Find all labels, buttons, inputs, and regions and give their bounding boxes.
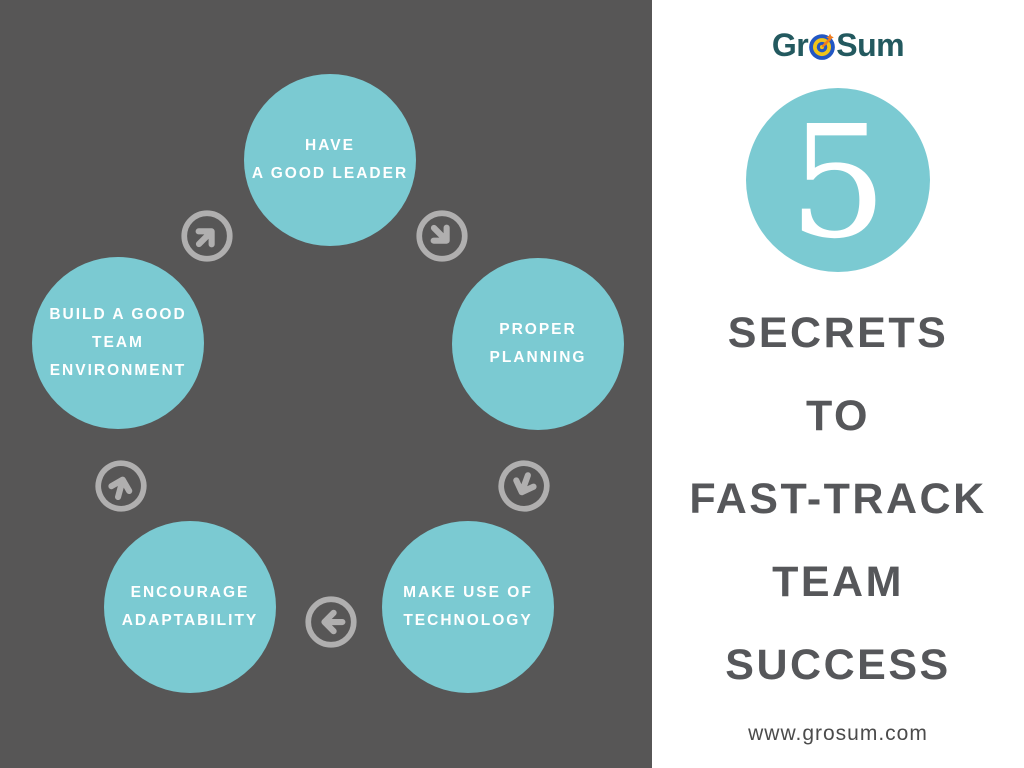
step-line: BUILD A GOOD [49, 306, 187, 323]
step-circle-team-environment: BUILD A GOOD TEAM ENVIRONMENT [32, 257, 204, 429]
bullseye-icon [809, 33, 836, 60]
step-circle-encourage-adaptability: ENCOURAGE ADAPTABILITY [104, 521, 276, 693]
step-label: PROPER PLANNING [490, 316, 587, 372]
number-five: 5 [788, 91, 888, 273]
step-line: TECHNOLOGY [403, 612, 533, 629]
grosum-logo: Gr Sum [652, 22, 1024, 68]
step-line: TEAM [92, 334, 144, 351]
step-line: A GOOD LEADER [251, 165, 409, 182]
arrow-up-icon [95, 460, 147, 512]
step-label: HAVE A GOOD LEADER [252, 132, 408, 188]
arrow-left-icon [305, 596, 357, 648]
headline-line: TO [806, 392, 870, 440]
step-line: PLANNING [489, 349, 587, 366]
arrow-down-left-icon [498, 460, 550, 512]
step-circle-proper-planning: PROPER PLANNING [452, 258, 624, 430]
step-line: ADAPTABILITY [121, 612, 259, 629]
diagram-panel: HAVE A GOOD LEADER PROPER PLANNING MAKE … [0, 0, 652, 768]
step-line: ENCOURAGE [130, 584, 250, 601]
headline-line: FAST-TRACK [689, 475, 987, 523]
arrow-up-right-icon [181, 210, 233, 262]
website-url: www.grosum.com [748, 722, 928, 745]
step-label: MAKE USE OF TECHNOLOGY [403, 579, 533, 635]
step-line: ENVIRONMENT [49, 362, 187, 379]
title-panel: Gr Sum 5 SECRETS TO FAST-TRACK TEAM SUCC… [652, 0, 1024, 768]
logo-text-gr: Gr [771, 26, 809, 63]
logo-text-sum: Sum [836, 26, 905, 63]
step-label: BUILD A GOOD TEAM ENVIRONMENT [49, 301, 186, 385]
step-circle-use-technology: MAKE USE OF TECHNOLOGY [382, 521, 554, 693]
step-line: HAVE [305, 137, 355, 154]
headline-line: SECRETS [727, 309, 949, 357]
step-label: ENCOURAGE ADAPTABILITY [122, 579, 259, 635]
arrow-down-right-icon [416, 210, 468, 262]
headline-line: SUCCESS [725, 641, 951, 689]
headline-line: TEAM [772, 558, 904, 606]
step-line: MAKE USE OF [403, 584, 533, 601]
step-line: PROPER [499, 321, 577, 338]
headline: SECRETS TO FAST-TRACK TEAM SUCCESS [652, 292, 1024, 707]
number-badge: 5 [746, 88, 930, 272]
step-circle-good-leader: HAVE A GOOD LEADER [244, 74, 416, 246]
